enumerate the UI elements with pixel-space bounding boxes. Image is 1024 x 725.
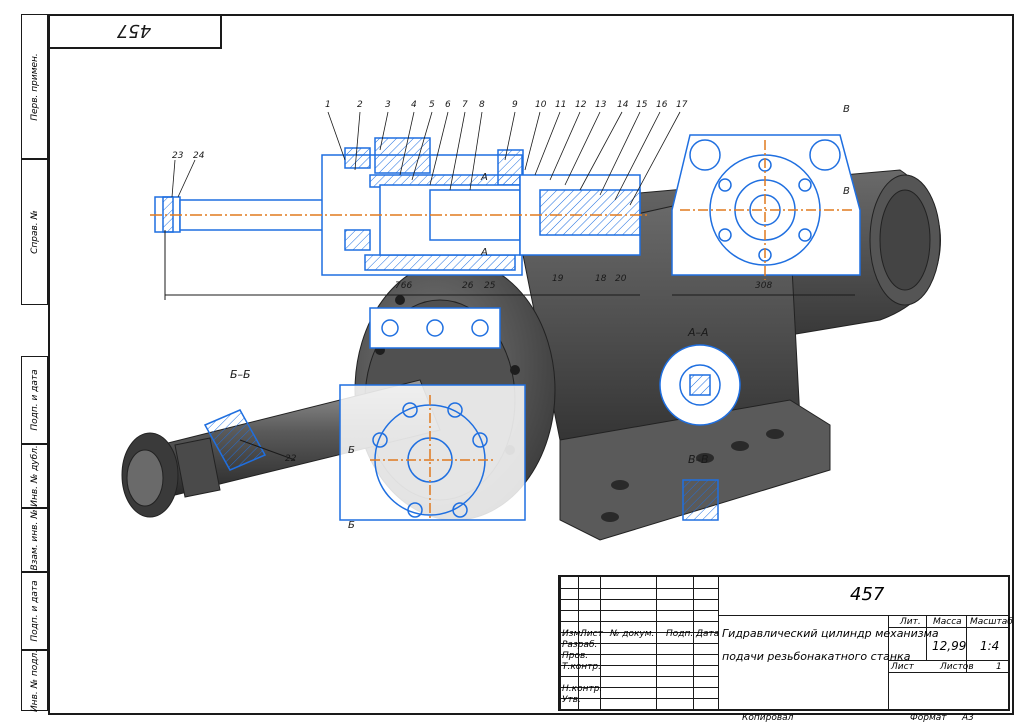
scale-label: Масштаб	[970, 617, 1013, 627]
row-razrab: Разраб.	[562, 640, 598, 650]
section-label-vv: В–В	[688, 453, 709, 466]
part-label-8: 8	[479, 100, 485, 110]
part-label-5: 5	[429, 100, 435, 110]
part-label-2: 2	[357, 100, 363, 110]
side-cell-podp-data: Подп. и дата	[21, 356, 48, 444]
part-label-19: 19	[552, 274, 564, 284]
col-izm: Изм.	[562, 629, 584, 639]
cut-label-b-top: Б	[348, 445, 355, 456]
col-data: Дата	[696, 629, 720, 639]
mass-label: Масса	[933, 617, 962, 627]
side-cell-inv-podl: Инв. № подл.	[21, 649, 48, 712]
part-label-12: 12	[575, 100, 587, 110]
part-label-9: 9	[512, 100, 518, 110]
part-label-6: 6	[445, 100, 451, 110]
part-label-10: 10	[535, 100, 547, 110]
row-nkontr: Н.контр.	[562, 684, 603, 694]
col-podp: Подп.	[666, 629, 694, 639]
row-utv: Утв.	[562, 695, 581, 705]
col-no-dokum: № докум.	[610, 629, 655, 639]
part-label-23: 23	[172, 151, 184, 161]
section-label-bb: Б–Б	[230, 368, 251, 381]
part-label-26: 26	[462, 281, 474, 291]
section-aa	[659, 344, 741, 426]
lit-label: Лит.	[900, 617, 921, 627]
drawing-frame	[48, 14, 1014, 715]
part-label-17: 17	[676, 100, 688, 110]
part-label-22: 22	[285, 454, 297, 464]
sheet-label: Лист	[891, 662, 914, 672]
part-label-20: 20	[615, 274, 627, 284]
side-cell-podp-data-2: Подп. и дата	[21, 572, 48, 650]
base-plate	[559, 399, 831, 541]
section-view-top	[150, 134, 861, 300]
part-label-1: 1	[325, 100, 331, 110]
leader-lines	[171, 111, 681, 206]
top-designation-box: 457	[48, 14, 222, 49]
cut-label-a-bottom: А	[481, 247, 488, 258]
title-designation: 457	[850, 584, 885, 605]
part-label-25: 25	[484, 281, 496, 291]
row-prov: Пров.	[562, 651, 589, 661]
footer-format-value: A3	[962, 713, 974, 723]
title-block: Изм. Лист № докум. Подп. Дата Разраб. Пр…	[558, 575, 1013, 711]
section-bb	[203, 409, 296, 471]
row-tkontr: Т.контр.	[562, 662, 602, 672]
footer-copied: Копировал	[742, 713, 794, 723]
part-label-4: 4	[411, 100, 417, 110]
side-cell-sprav-no: Справ. №	[21, 159, 48, 305]
sheets-value: 1	[996, 662, 1002, 672]
sheets-label: Листов	[940, 662, 974, 672]
side-boss-view	[369, 307, 501, 349]
part-label-24: 24	[193, 151, 205, 161]
part-label-11: 11	[555, 100, 567, 110]
part-label-16: 16	[656, 100, 668, 110]
side-cell-perv-primen: Перв. примен.	[21, 14, 48, 159]
side-cell-vzam-inv: Взам. инв. №	[21, 508, 48, 572]
part-label-3: 3	[385, 100, 391, 110]
cut-label-v-top: В	[843, 104, 850, 115]
scale-value: 1:4	[980, 639, 1000, 653]
title-name-line1: Гидравлический цилиндр механизма	[722, 627, 939, 640]
part-label-18: 18	[595, 274, 607, 284]
front-flange-view	[339, 384, 526, 521]
cut-label-v-bottom: В	[843, 186, 850, 197]
section-label-aa: А–А	[688, 326, 709, 339]
title-name-line2: подачи резьбонакатного станка	[722, 650, 911, 663]
part-label-7: 7	[462, 100, 468, 110]
dim-label-308: 308	[755, 281, 773, 291]
mass-value: 12,99	[932, 639, 967, 653]
cut-label-b-bottom: Б	[348, 520, 355, 531]
part-label-14: 14	[617, 100, 629, 110]
dim-label-766: 766	[395, 281, 413, 291]
side-cell-inv-dubl: Инв. № дубл.	[21, 444, 48, 508]
section-vv	[682, 479, 719, 521]
col-list: Лист	[580, 629, 603, 639]
footer-format-label: Формат	[910, 713, 947, 723]
part-label-15: 15	[636, 100, 648, 110]
cut-label-a-top: А	[481, 172, 488, 183]
part-label-13: 13	[595, 100, 607, 110]
